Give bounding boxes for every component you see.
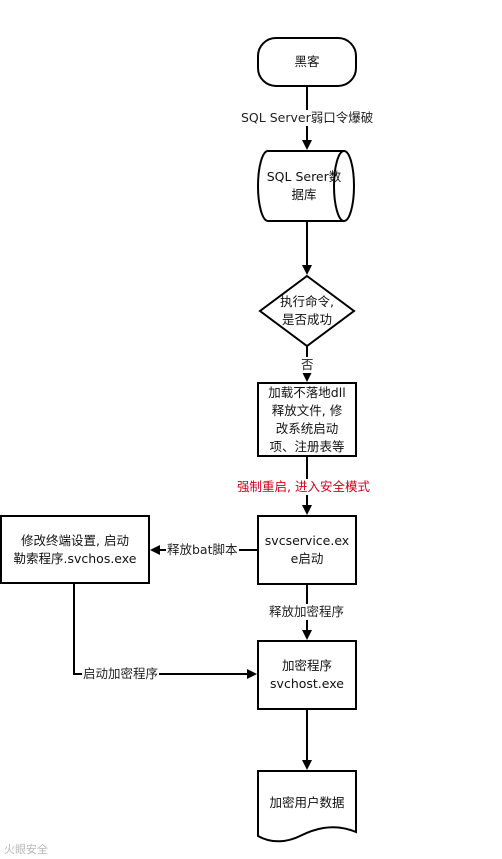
svcservice-label-line2: e启动 bbox=[290, 551, 324, 566]
encrypt-data-node: 加密用户数据 bbox=[258, 794, 356, 812]
edge-label-start-encryptor: 启动加密程序 bbox=[82, 666, 160, 682]
database-label-line1: SQL Serer数 bbox=[266, 169, 342, 184]
hacker-label: 黑客 bbox=[294, 54, 320, 69]
watermark: 火眼安全 bbox=[4, 843, 48, 856]
database-node: SQL Serer数 据库 bbox=[256, 168, 352, 204]
svcservice-node-shape bbox=[257, 515, 357, 585]
terminal-node: 修改终端设置, 启动 勒索程序.svchos.exe bbox=[1, 532, 149, 568]
encryptor-node-shape bbox=[257, 640, 357, 710]
edge-label-release-encryptor: 释放加密程序 bbox=[268, 604, 346, 620]
terminal-label-line1: 修改终端设置, 启动 bbox=[21, 533, 129, 548]
encryptor-label-line1: 加密程序 bbox=[281, 658, 332, 673]
edge-label-no: 否 bbox=[300, 357, 315, 373]
edge-label-release-bat: 释放bat脚本 bbox=[166, 542, 239, 558]
terminal-label-line2: 勒索程序.svchos.exe bbox=[13, 551, 137, 566]
decision-label-line2: 是否成功 bbox=[281, 312, 332, 327]
hacker-node: 黑客 bbox=[258, 53, 356, 71]
drop-label-line2: 释放文件, 修 bbox=[271, 403, 343, 418]
encryptor-label-line2: svchost.exe bbox=[270, 676, 344, 691]
edge-label-safe-mode: 强制重启, 进入安全模式 bbox=[236, 479, 371, 495]
drop-label-line1: 加载不落地dll bbox=[268, 385, 346, 400]
edge-label-brute-force: SQL Server弱口令爆破 bbox=[240, 110, 375, 126]
database-node-shape bbox=[257, 150, 355, 222]
decision-node: 执行命令, 是否成功 bbox=[260, 293, 354, 329]
drop-label-line4: 项、注册表等 bbox=[269, 439, 345, 454]
decision-label-line1: 执行命令, bbox=[280, 294, 334, 309]
drop-label-line3: 改系统启动 bbox=[275, 421, 339, 436]
terminal-node-shape bbox=[0, 515, 150, 584]
edge-terminal-to-encryptor bbox=[73, 583, 257, 679]
svcservice-node: svcservice.ex e启动 bbox=[258, 532, 356, 568]
drop-node: 加载不落地dll 释放文件, 修 改系统启动 项、注册表等 bbox=[258, 384, 356, 456]
encrypt-data-node-shape bbox=[257, 770, 357, 843]
svcservice-label-line1: svcservice.ex bbox=[264, 533, 350, 548]
database-label-line2: 据库 bbox=[291, 187, 317, 202]
encrypt-data-label: 加密用户数据 bbox=[269, 795, 345, 810]
encryptor-node: 加密程序 svchost.exe bbox=[258, 657, 356, 693]
